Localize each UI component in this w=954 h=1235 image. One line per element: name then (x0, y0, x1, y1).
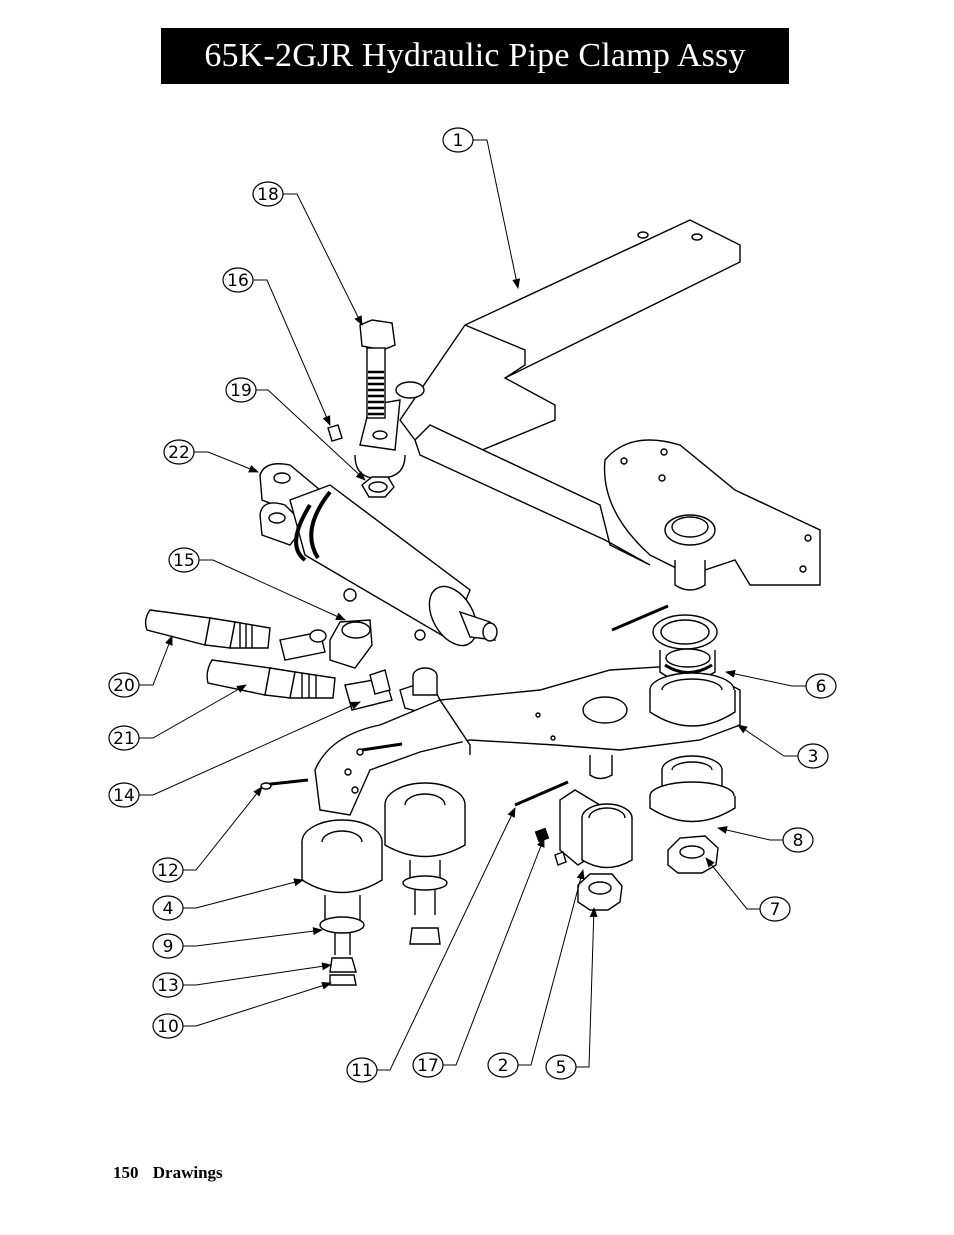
part-hydraulic-cylinder (259, 463, 498, 647)
svg-text:1: 1 (453, 131, 464, 151)
callout-14: 14 (108, 782, 140, 808)
part-hose-20 (144, 609, 271, 649)
callout-11: 11 (346, 1057, 378, 1083)
svg-text:11: 11 (351, 1061, 373, 1081)
part-castle-nut-7 (667, 835, 719, 874)
part-seal-housing-8 (649, 755, 736, 823)
page-number: 150 (113, 1163, 139, 1182)
svg-text:4: 4 (163, 899, 174, 919)
svg-text:8: 8 (793, 831, 804, 851)
svg-text:16: 16 (227, 271, 249, 291)
callout-12: 12 (152, 857, 184, 883)
svg-text:22: 22 (168, 443, 190, 463)
page-title: 65K-2GJR Hydraulic Pipe Clamp Assy (204, 37, 746, 74)
callout-1: 1 (442, 127, 474, 153)
svg-text:12: 12 (157, 861, 179, 881)
callout-21: 21 (108, 725, 140, 751)
svg-text:18: 18 (257, 185, 279, 205)
part-housing-3 (649, 672, 736, 727)
callout-20: 20 (108, 672, 140, 698)
title-bar: 65K-2GJR Hydraulic Pipe Clamp Assy (161, 28, 789, 84)
svg-text:21: 21 (113, 729, 135, 749)
part-hose-21 (206, 659, 336, 699)
callout-17: 17 (412, 1052, 444, 1078)
svg-text:7: 7 (770, 900, 781, 920)
leader-lines (139, 139, 806, 1071)
callout-10: 10 (152, 1013, 184, 1039)
callout-7: 7 (759, 896, 791, 922)
svg-text:17: 17 (417, 1056, 439, 1076)
svg-text:3: 3 (808, 747, 819, 767)
part-bushing-2 (559, 789, 633, 869)
callout-13: 13 (152, 972, 184, 998)
callout-3: 3 (797, 743, 829, 769)
part-elbow-fitting-15 (279, 619, 373, 669)
callout-6: 6 (805, 673, 837, 699)
part-roller-4 (301, 819, 383, 986)
callout-15: 15 (168, 547, 200, 573)
svg-text:5: 5 (556, 1058, 567, 1078)
page-footer: 150 Drawings (113, 1163, 223, 1183)
parts-artwork (144, 219, 821, 986)
svg-text:13: 13 (157, 976, 179, 996)
callout-4: 4 (152, 895, 184, 921)
svg-text:6: 6 (816, 677, 827, 697)
part-cotter-pin-12 (260, 778, 309, 790)
section-name: Drawings (152, 1163, 223, 1182)
callout-9: 9 (152, 933, 184, 959)
svg-text:20: 20 (113, 676, 135, 696)
part-cotter-pin-top (611, 604, 669, 632)
svg-text:15: 15 (173, 551, 195, 571)
callout-22: 22 (163, 439, 195, 465)
callout-2: 2 (487, 1052, 519, 1078)
callout-5: 5 (545, 1054, 577, 1080)
part-cotter-pin-11 (514, 780, 569, 807)
svg-text:9: 9 (163, 937, 174, 957)
part-grease-fitting-small (327, 424, 343, 442)
part-roller-4b (384, 782, 466, 945)
part-seal-ring-6 (652, 614, 718, 682)
svg-text:19: 19 (230, 381, 252, 401)
callout-16: 16 (222, 267, 254, 293)
callout-18: 18 (252, 181, 284, 207)
callouts: 1 18 16 19 22 15 20 21 14 12 4 9 13 10 6… (108, 127, 837, 1083)
part-bottom-arm-plate (314, 664, 741, 816)
part-hex-nut-19 (361, 476, 395, 498)
callout-8: 8 (782, 827, 814, 853)
part-top-arm-plate (354, 219, 821, 591)
callout-19: 19 (225, 377, 257, 403)
part-castle-nut-5 (577, 873, 623, 911)
svg-text:10: 10 (157, 1017, 179, 1037)
part-cotter-pin-arm (361, 742, 403, 752)
svg-text:14: 14 (113, 786, 135, 806)
part-hex-bolt (359, 319, 396, 419)
svg-text:2: 2 (498, 1056, 509, 1076)
